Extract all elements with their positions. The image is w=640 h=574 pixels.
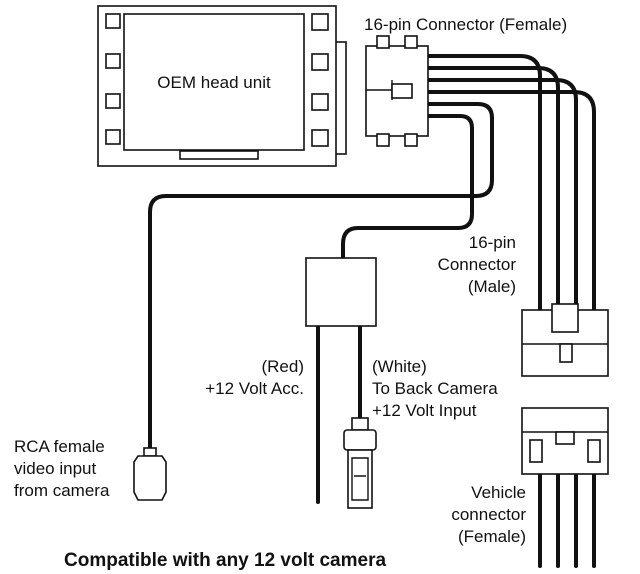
rca-sleeve (143, 447, 157, 457)
plug-collar (343, 429, 377, 451)
white-wire-label-line3: +12 Volt Input (372, 401, 477, 420)
rca-plug (133, 447, 167, 501)
wires-vehicle-harness (538, 468, 596, 568)
head-unit-button (105, 13, 121, 29)
power-module-wire (341, 114, 474, 260)
connector-tab (376, 35, 390, 49)
head-unit-button (311, 53, 329, 71)
bundle-wire-2 (426, 66, 560, 322)
head-unit-slot (179, 150, 259, 160)
vehicle-connector (521, 407, 609, 475)
bundle-wire-4 (426, 90, 596, 322)
oem-head-unit: OEM head unit (97, 5, 347, 167)
female-connector-label: 16-pin Connector (Female) (364, 15, 567, 34)
vehicle-connector-label-line2: connector (451, 505, 526, 524)
male-connector-pin (559, 343, 573, 363)
rca-label-line2: video input (14, 459, 97, 478)
male-connector-key (551, 303, 579, 333)
connector-tab (404, 35, 418, 49)
vehicle-connector-slot (529, 439, 543, 463)
vehicle-connector-key (555, 431, 575, 445)
rca-label-line3: from camera (14, 481, 110, 500)
male-connector (521, 303, 609, 377)
plug-contact (351, 457, 369, 501)
head-unit-button (105, 53, 121, 69)
bundle-wire-1 (426, 54, 542, 322)
wire-bundle-main (426, 54, 596, 322)
power-module-body (305, 257, 377, 327)
plug-top-sleeve (351, 417, 369, 431)
connector-tab (404, 133, 418, 147)
head-unit-label: OEM head unit (157, 73, 271, 92)
connector-tab (376, 133, 390, 147)
connector-latch-key (391, 83, 413, 99)
head-unit-button (311, 13, 329, 31)
white-wire-plug (343, 417, 377, 509)
female-connector-top (365, 35, 429, 147)
head-unit-screen (123, 13, 305, 151)
red-wire-label-line1: (Red) (261, 357, 304, 376)
head-unit-button (311, 129, 329, 147)
power-module (305, 257, 377, 327)
male-connector-label-line1: 16-pin (469, 233, 516, 252)
bundle-wire-3 (426, 78, 578, 322)
head-unit-button (105, 93, 121, 109)
male-connector-label-line2: Connector (438, 255, 517, 274)
red-wire-label-line2: +12 Volt Acc. (205, 379, 304, 398)
rca-label-line1: RCA female (14, 437, 105, 456)
head-unit-button (311, 93, 329, 111)
rca-body (133, 455, 167, 501)
white-wire-label-line2: To Back Camera (372, 379, 498, 398)
vehicle-connector-label-line3: (Female) (458, 527, 526, 546)
head-unit-button (105, 129, 121, 145)
vehicle-connector-label-line1: Vehicle (471, 483, 526, 502)
vehicle-connector-slot (587, 439, 601, 463)
male-connector-label-line3: (Male) (468, 277, 516, 296)
video-wire (148, 102, 494, 452)
diagram-caption: Compatible with any 12 volt camera (64, 550, 386, 571)
white-wire-label-line1: (White) (372, 357, 427, 376)
